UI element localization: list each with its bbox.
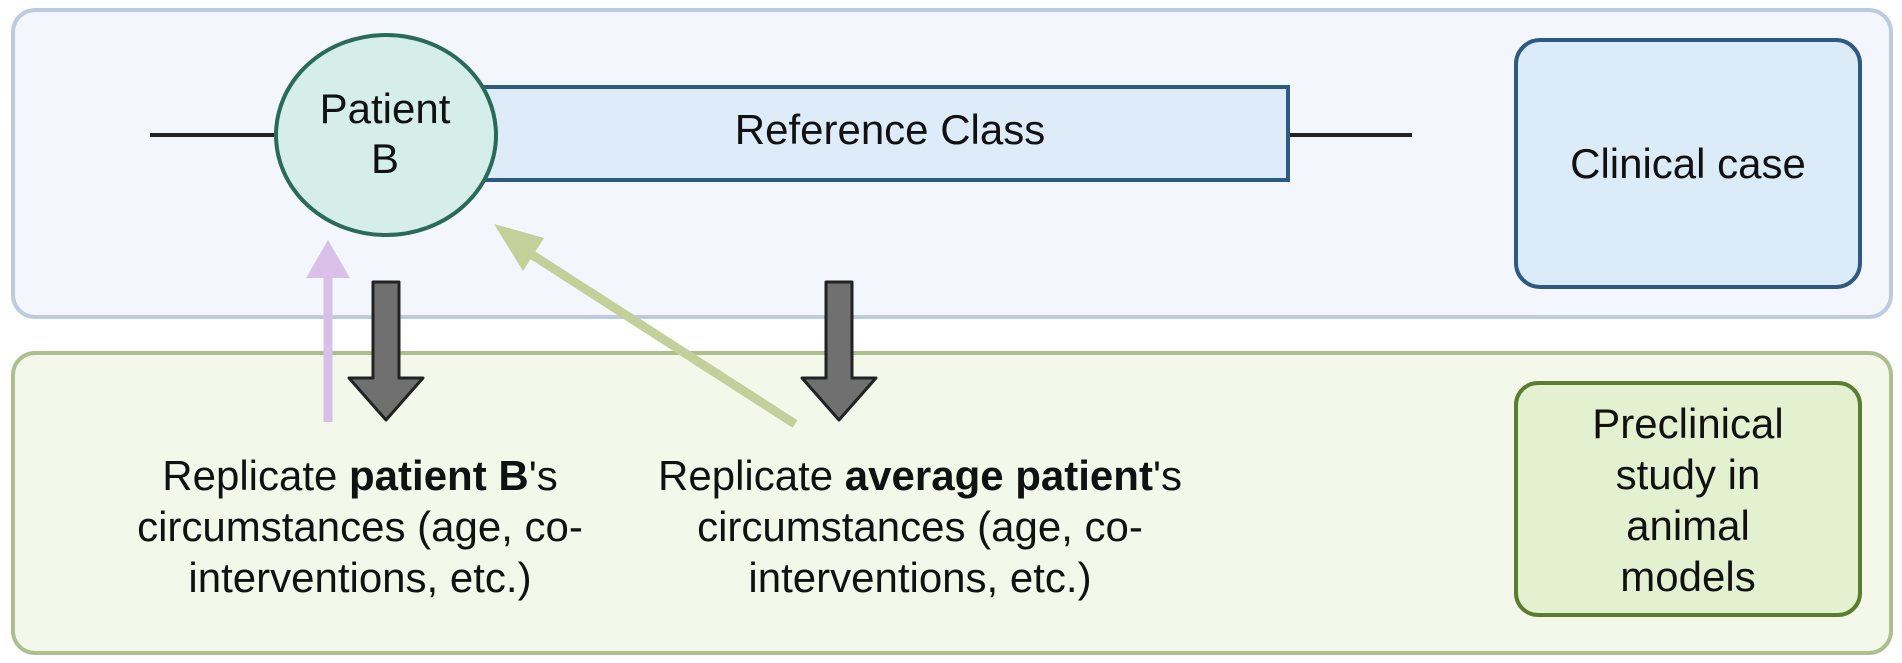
- patient-b-line2: B: [370, 135, 399, 182]
- preclinical-line1: Preclinical: [1592, 400, 1784, 447]
- replicate-b-line3: interventions, etc.): [188, 554, 532, 601]
- replicate-b-prefix: Replicate: [162, 452, 350, 499]
- replicate-average-patient-label: Replicate average patient's circumstance…: [600, 450, 1240, 603]
- replicate-avg-line1: Replicate average patient's: [600, 450, 1240, 501]
- clinical-case-box: [1514, 38, 1862, 289]
- replicate-avg-bold: average patient: [844, 452, 1153, 499]
- replicate-avg-line3: interventions, etc.): [748, 554, 1092, 601]
- preclinical-line4: models: [1620, 553, 1756, 600]
- replicate-patient-b-label: Replicate patient B's circumstances (age…: [40, 450, 680, 603]
- diagonal-arrow-shaft: [517, 243, 798, 428]
- preclinical-label: Preclinical study in animal models: [1518, 398, 1858, 602]
- patient-b-label: Patient B: [280, 84, 490, 184]
- preclinical-panel: [11, 351, 1893, 655]
- down-arrow-right: [800, 280, 878, 422]
- replicate-avg-line2: circumstances (age, co-: [697, 503, 1143, 550]
- clinical-case-label: Clinical case: [1570, 140, 1806, 187]
- replicate-avg-prefix: Replicate: [658, 452, 845, 499]
- replicate-b-suffix: 's: [528, 452, 558, 499]
- replicate-b-line1: Replicate patient B's: [40, 450, 680, 501]
- replicate-avg-suffix: 's: [1152, 452, 1182, 499]
- down-arrow-left: [347, 280, 425, 422]
- reference-class-label: Reference Class: [734, 106, 1046, 153]
- replicate-b-bold: patient B: [349, 452, 529, 499]
- diagonal-arrow-head: [494, 224, 544, 271]
- reference-class-bar: [453, 85, 1290, 182]
- patient-b-line1: Patient: [319, 85, 451, 132]
- upward-arrow-head: [306, 240, 350, 278]
- preclinical-line2: study in: [1615, 451, 1761, 498]
- replicate-b-line2: circumstances (age, co-: [137, 503, 583, 550]
- preclinical-line3: animal: [1626, 502, 1750, 549]
- patient-b-circle: [274, 33, 498, 237]
- preclinical-box: [1514, 381, 1862, 617]
